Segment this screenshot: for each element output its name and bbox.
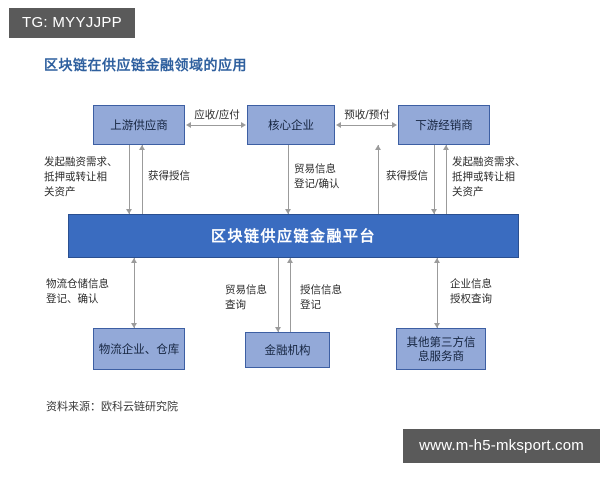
connector-core-to-platform-down: [288, 145, 289, 214]
edge-label-upstream-financing-request: 发起融资需求、 抵押或转让相 关资产: [44, 156, 118, 199]
connector-financial-to-platform-up: [290, 258, 291, 332]
edge-label-prepay-advance: 预收/预付: [344, 109, 390, 121]
connector-platform-to-downstream-up: [446, 145, 447, 214]
edge-label-enterprise-info-auth: 企业信息 授权查询: [450, 278, 492, 306]
arrowhead-upstream-core-left: [186, 122, 191, 128]
arrowhead-core-downstream-left: [336, 122, 341, 128]
connector-platform-to-core-up: [378, 145, 379, 214]
arrowhead-downstream-to-platform: [431, 209, 437, 214]
arrowhead-core-downstream-right: [392, 122, 397, 128]
connector-platform-financial-down: [278, 258, 279, 332]
edge-label-logistics-warehouse-info: 物流仓储信息 登记、确认: [46, 278, 109, 306]
node-downstream-distributor: 下游经销商: [398, 105, 490, 145]
connector-upstream-to-platform-down: [129, 145, 130, 214]
edge-label-credit-info-register: 授信信息 登记: [300, 284, 342, 312]
connector-platform-thirdparty: [437, 258, 438, 328]
connector-upstream-core: [190, 125, 242, 126]
connector-platform-logistics: [134, 258, 135, 328]
figure-source-note: 资料来源：欧科云链研究院: [46, 400, 178, 413]
node-core-enterprise: 核心企业: [247, 105, 335, 145]
site-watermark: www.m-h5-mksport.com: [403, 429, 600, 463]
arrowhead-platform-to-logistics: [131, 323, 137, 328]
arrowhead-platform-to-financial: [275, 327, 281, 332]
connector-platform-to-upstream-up: [142, 145, 143, 214]
arrowhead-financial-to-platform: [287, 258, 293, 263]
arrowhead-platform-to-downstream: [443, 145, 449, 150]
arrowhead-thirdparty-to-platform: [434, 258, 440, 263]
node-upstream-supplier: 上游供应商: [93, 105, 185, 145]
node-blockchain-platform: 区块链供应链金融平台: [68, 214, 519, 258]
arrowhead-platform-to-core: [375, 145, 381, 150]
edge-label-trade-info-register: 贸易信息 登记/确认: [294, 163, 340, 191]
page-title: 区块链在供应链金融领域的应用: [44, 58, 247, 74]
node-logistics-warehouse: 物流企业、仓库: [93, 328, 185, 370]
node-third-party-info-provider: 其他第三方信息服务商: [396, 328, 486, 370]
edge-label-downstream-financing-request: 发起融资需求、 抵押或转让相 关资产: [452, 156, 526, 199]
node-financial-institution: 金融机构: [245, 332, 330, 368]
arrowhead-core-to-platform: [285, 209, 291, 214]
arrowhead-platform-to-upstream: [139, 145, 145, 150]
arrowhead-upstream-to-platform: [126, 209, 132, 214]
edge-label-core-obtain-credit: 获得授信: [386, 170, 428, 182]
edge-label-trade-info-query: 贸易信息 查询: [225, 284, 267, 312]
arrowhead-platform-to-thirdparty: [434, 323, 440, 328]
tg-handle-badge: TG: MYYJJPP: [9, 8, 135, 38]
connector-core-downstream: [340, 125, 393, 126]
arrowhead-upstream-core-right: [241, 122, 246, 128]
edge-label-receivable-payable: 应收/应付: [194, 109, 240, 121]
arrowhead-logistics-to-platform: [131, 258, 137, 263]
edge-label-upstream-obtain-credit: 获得授信: [148, 170, 190, 182]
connector-downstream-to-platform-down: [434, 145, 435, 214]
